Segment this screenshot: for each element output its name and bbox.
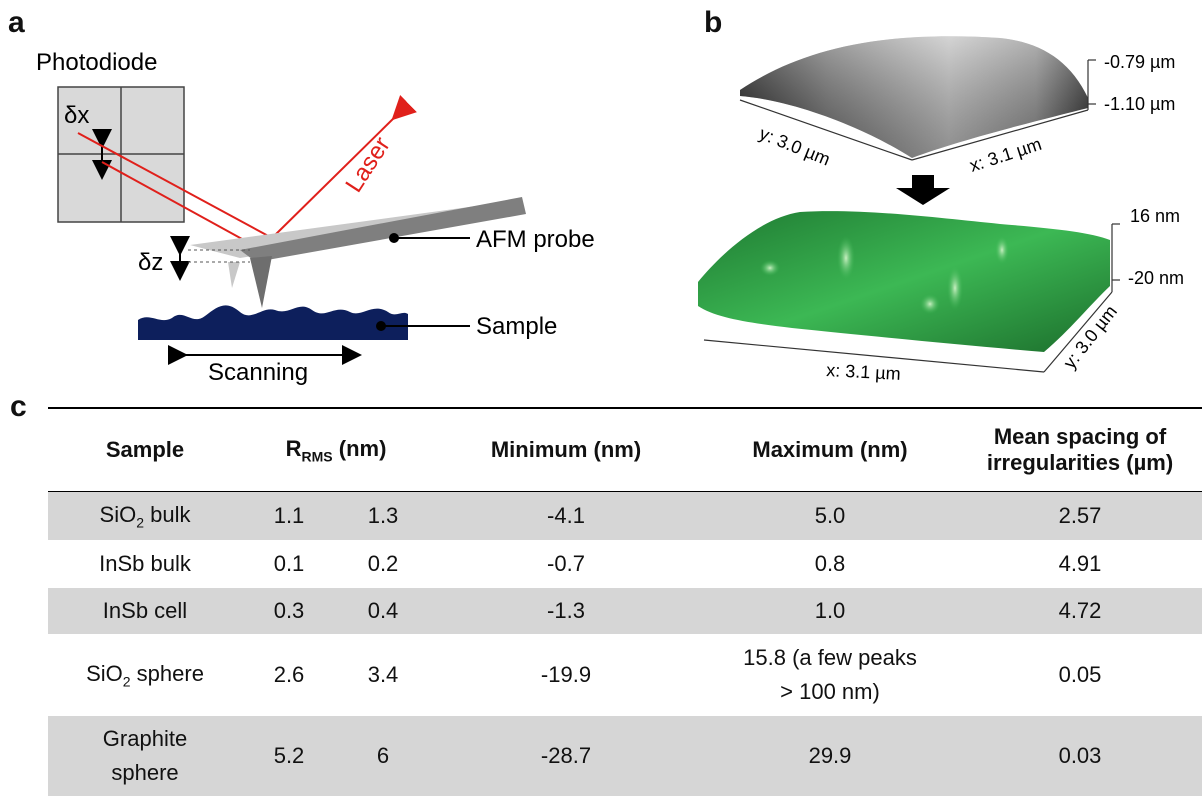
table-row: InSb bulk 0.1 0.2 -0.7 0.8 4.91: [48, 540, 1202, 588]
probe-tip-ghost: [228, 262, 240, 288]
laser-reflected-beam-2: [101, 161, 263, 251]
header-sample: Sample: [105, 437, 185, 462]
bottom-y-axis: [1043, 291, 1113, 373]
row-maximum: 1.0: [702, 588, 958, 634]
sample-block: [138, 305, 408, 340]
top-x-axis: [911, 109, 1089, 161]
laser-reflected-beam-1: [77, 132, 273, 239]
row-maximum: 15.8 (a few peaks> 100 nm): [743, 645, 917, 704]
afm-probe-tip: [250, 256, 272, 308]
row-mean-spacing: 2.57: [958, 492, 1202, 540]
bottom-z-min-label: -20 nm: [1128, 268, 1184, 288]
row-maximum: 0.8: [814, 551, 846, 576]
header-rrms: RRMS (nm): [285, 435, 387, 465]
row-sample: SiO2 bulk: [48, 492, 242, 540]
graphite-rough-surface: [698, 211, 1110, 352]
process-down-arrow: [896, 175, 950, 205]
surface-peak-2: [947, 266, 963, 310]
row-rrms-1: 2.6: [273, 662, 305, 687]
row-minimum: -1.3: [430, 588, 702, 634]
row-rrms-1: 1.1: [242, 492, 336, 540]
sample-label: Sample: [476, 313, 557, 340]
top-z-min-label: -1.10 µm: [1104, 94, 1175, 114]
row-sample: InSb bulk: [99, 551, 191, 576]
surface-peak-4: [920, 294, 940, 314]
bottom-z-max-label: 16 nm: [1130, 206, 1180, 226]
top-y-axis-label: y: 3.0 µm: [757, 123, 833, 169]
row-rrms-2: 6: [336, 716, 430, 796]
table-row: InSb cell 0.3 0.4 -1.3 1.0 4.72: [48, 588, 1202, 634]
header-minimum: Minimum (nm): [490, 437, 642, 462]
row-mean-spacing: 0.03: [958, 716, 1202, 796]
panel-a-letter: a: [8, 6, 25, 39]
row-sample: InSb cell: [48, 588, 242, 634]
table-header-row: Sample RRMS (nm) Minimum (nm) Maximum (n…: [48, 408, 1202, 492]
row-mean-spacing: 4.72: [958, 588, 1202, 634]
surface-peak-5: [760, 260, 780, 276]
row-minimum: -28.7: [430, 716, 702, 796]
delta-x-label: δx: [64, 102, 89, 129]
roughness-table: Sample RRMS (nm) Minimum (nm) Maximum (n…: [48, 408, 1202, 796]
surface-peak-1: [837, 236, 855, 280]
table-row: SiO2 bulk 1.1 1.3 -4.1 5.0 2.57: [48, 492, 1202, 540]
laser-label: Laser: [340, 132, 395, 197]
row-rrms-2: 3.4: [367, 662, 399, 687]
row-sample: SiO2 sphere: [86, 660, 204, 690]
row-rrms-1: 5.2: [242, 716, 336, 796]
row-rrms-2: 0.4: [336, 588, 430, 634]
surface-peak-3: [995, 236, 1009, 264]
afm-probe-cantilever: [240, 197, 526, 262]
panel-b-letter: b: [704, 6, 723, 39]
row-maximum: 5.0: [702, 492, 958, 540]
top-x-axis-label: x: 3.1 µm: [967, 134, 1044, 176]
sio2-dome-shading: [740, 36, 1088, 159]
row-mean-spacing: 0.05: [1058, 662, 1102, 687]
row-rrms-2: 0.2: [367, 551, 399, 576]
delta-z-label: δz: [138, 249, 163, 276]
panel-c-letter: c: [10, 390, 27, 423]
row-mean-spacing: 4.91: [1058, 551, 1102, 576]
row-rrms-1: 0.3: [242, 588, 336, 634]
row-minimum: -19.9: [540, 662, 592, 687]
table-top-rule: [48, 407, 1202, 409]
table-row: SiO2 sphere 2.6 3.4 -19.9 15.8 (a few pe…: [48, 634, 1202, 716]
photodiode-label: Photodiode: [36, 49, 157, 76]
row-minimum: -4.1: [430, 492, 702, 540]
bottom-x-axis: [703, 339, 1045, 373]
row-rrms-2: 1.3: [336, 492, 430, 540]
header-maximum: Maximum (nm): [752, 437, 908, 462]
laser-incident-beam: [271, 95, 417, 239]
top-z-max-label: -0.79 µm: [1104, 52, 1175, 72]
afm-schematic: Photodiode δx Laser AFM probe δz Sample …: [36, 36, 1184, 386]
row-maximum: 29.9: [702, 716, 958, 796]
bottom-x-axis-label: x: 3.1 µm: [826, 360, 901, 384]
row-minimum: -0.7: [547, 551, 585, 576]
row-rrms-1: 0.1: [273, 551, 305, 576]
afm-probe-label: AFM probe: [476, 226, 595, 253]
scanning-label: Scanning: [208, 359, 308, 386]
top-y-axis: [739, 99, 913, 161]
